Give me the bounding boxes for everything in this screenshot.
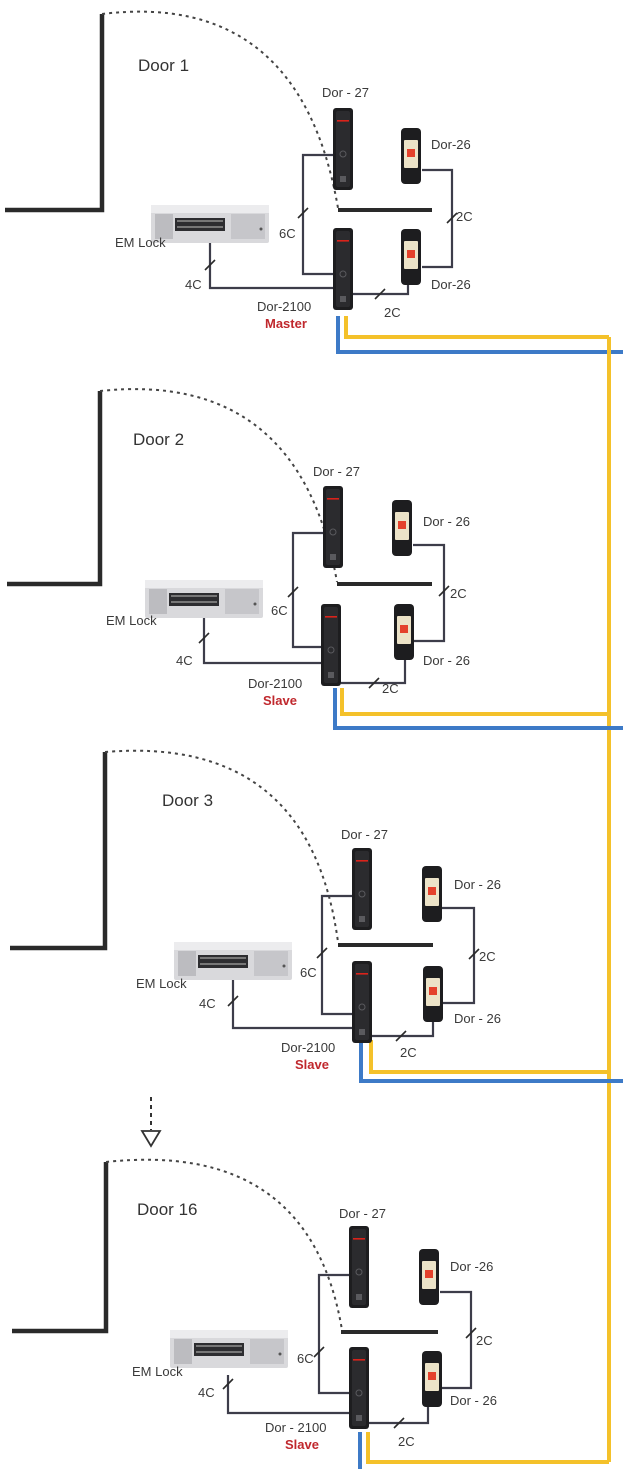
blue-bus-door3 — [359, 1040, 623, 1083]
wall — [7, 391, 103, 587]
controller-label: Dor - 2100 — [265, 1420, 326, 1435]
em-lock-icon — [174, 942, 292, 980]
cable-label: 2C — [400, 1045, 417, 1060]
yellow-bus-door16 — [366, 1432, 609, 1464]
dor-26-reader-icon — [401, 128, 421, 184]
side-reader-label: Dor -26 — [450, 1259, 493, 1274]
dor-27-reader-icon — [322, 485, 344, 569]
lock-label: EM Lock — [106, 613, 157, 628]
continuation-arrow-icon — [140, 1097, 162, 1148]
side-reader-label: Dor - 26 — [454, 1011, 501, 1026]
blue-bus-door1 — [336, 316, 623, 354]
door-swing-arc — [99, 388, 338, 583]
cable-label: 4C — [199, 996, 216, 1011]
wall — [10, 752, 108, 951]
dor-26-reader-icon — [394, 604, 414, 660]
side-reader-label: Dor-26 — [431, 277, 471, 292]
door-title: Door 2 — [133, 430, 184, 449]
cable-label: 2C — [384, 305, 401, 320]
cable-label: 2C — [479, 949, 496, 964]
dor-27-reader-icon — [351, 847, 373, 931]
controller-label: Dor-2100 — [248, 676, 302, 691]
door-2-section: Door 2 Dor - 27 Dor - 26 Dor - 26 6C 2C … — [7, 388, 470, 708]
cable-label: 6C — [297, 1351, 314, 1366]
cable-label: 4C — [176, 653, 193, 668]
dor-26-reader-icon — [419, 1249, 439, 1305]
dor-26-reader-icon — [392, 500, 412, 556]
cable-label: 4C — [185, 277, 202, 292]
em-lock-icon — [151, 205, 269, 243]
lock-label: EM Lock — [115, 235, 166, 250]
side-reader-label: Dor - 26 — [423, 653, 470, 668]
controller-label: Dor-2100 — [257, 299, 311, 314]
door-swing-arc — [105, 1158, 343, 1331]
side-reader-label: Dor - 26 — [454, 877, 501, 892]
cable-label: 6C — [271, 603, 288, 618]
dor-2100-controller-icon — [320, 603, 342, 687]
door-swing-arc — [101, 10, 339, 209]
yellow-bus-door1 — [344, 316, 609, 339]
controller-role: Slave — [263, 693, 297, 708]
controller-label: Dor-2100 — [281, 1040, 335, 1055]
cable-label: 4C — [198, 1385, 215, 1400]
yellow-bus-door2 — [340, 688, 609, 716]
wall — [12, 1162, 109, 1334]
lock-label: EM Lock — [132, 1364, 183, 1379]
door-title: Door 1 — [138, 56, 189, 75]
cable-label: 2C — [456, 209, 473, 224]
communication-bus — [333, 316, 623, 1469]
em-lock-icon — [145, 580, 263, 618]
dor-27-reader-icon — [348, 1225, 370, 1309]
cable-label: 2C — [450, 586, 467, 601]
side-reader-label: Dor-26 — [431, 137, 471, 152]
controller-role: Master — [265, 316, 307, 331]
door-16-section: Door 16 Dor - 27 Dor -26 Dor - 26 6C 2C … — [12, 1158, 497, 1452]
lock-label: EM Lock — [136, 976, 187, 991]
cable-label: 2C — [476, 1333, 493, 1348]
side-reader-label: Dor - 26 — [450, 1393, 497, 1408]
dor-2100-controller-icon — [348, 1346, 370, 1430]
door-3-section: Door 3 Dor - 27 Dor - 26 Dor - 26 6C 2C … — [10, 749, 501, 1072]
wall — [5, 14, 105, 213]
dor-27-reader-icon — [332, 107, 354, 191]
top-reader-label: Dor - 27 — [341, 827, 388, 842]
door-title: Door 3 — [162, 791, 213, 810]
dor-26-reader-icon — [422, 1351, 442, 1407]
controller-role: Slave — [295, 1057, 329, 1072]
controller-role: Slave — [285, 1437, 319, 1452]
cable-label: 6C — [300, 965, 317, 980]
side-reader-label: Dor - 26 — [423, 514, 470, 529]
door-title: Door 16 — [137, 1200, 197, 1219]
top-reader-label: Dor - 27 — [313, 464, 360, 479]
top-reader-label: Dor - 27 — [322, 85, 369, 100]
door-swing-arc — [104, 749, 339, 943]
cable-label: 6C — [279, 226, 296, 241]
dor-2100-controller-icon — [351, 960, 373, 1044]
blue-bus-door2 — [333, 688, 623, 730]
dor-26-reader-icon — [401, 229, 421, 285]
door-1-section: Door 1 Dor - 27 Dor-26 Dor-26 6C 2C 4C 2… — [5, 10, 473, 331]
dor-2100-controller-icon — [332, 227, 354, 311]
yellow-bus-door3 — [369, 1040, 609, 1074]
top-reader-label: Dor - 27 — [339, 1206, 386, 1221]
dor-26-reader-icon — [423, 966, 443, 1022]
em-lock-icon — [170, 1330, 288, 1368]
cable-label: 2C — [398, 1434, 415, 1449]
dor-26-reader-icon — [422, 866, 442, 922]
cable-label: 2C — [382, 681, 399, 696]
